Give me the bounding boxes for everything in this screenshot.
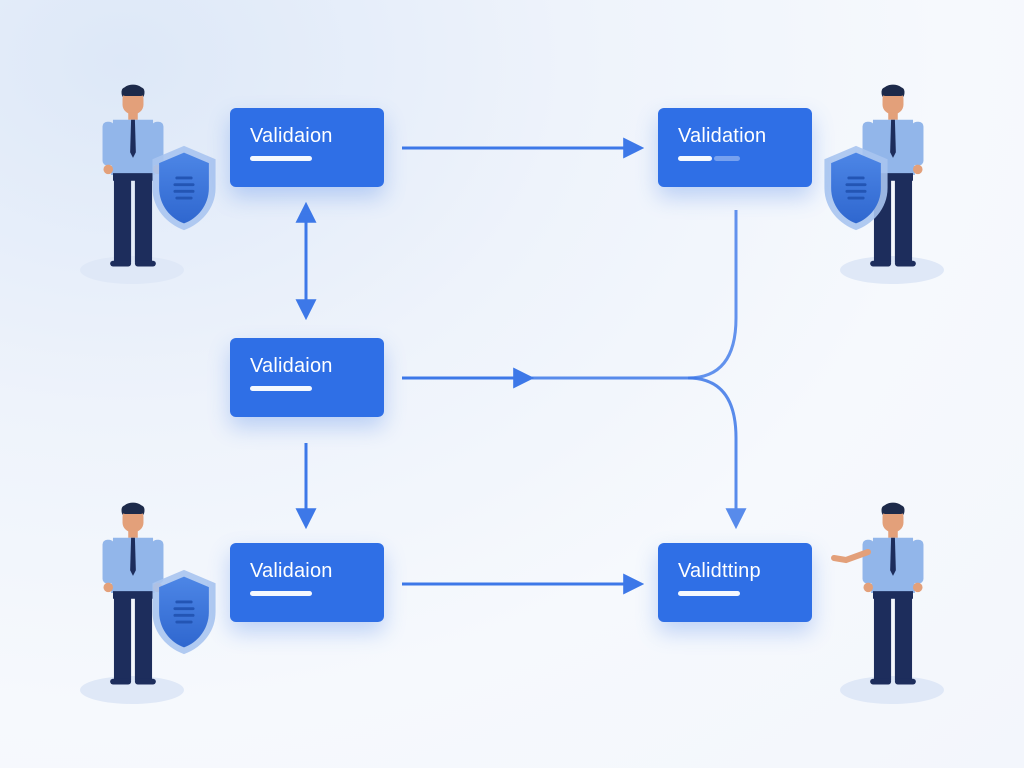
- edge-n2-curve-down: [687, 210, 738, 380]
- node-progress-bar: [250, 386, 312, 391]
- person-top-right: [824, 84, 944, 284]
- person-icon: [862, 502, 924, 685]
- node-label: Validaion: [250, 355, 333, 377]
- node-progress-track: [714, 156, 740, 161]
- node-progress-bar: [250, 591, 312, 596]
- node-validation-top-left[interactable]: Validaion: [230, 108, 384, 187]
- shield-icon: [152, 145, 216, 231]
- node-validation-bottom-right[interactable]: Validttinp: [658, 543, 812, 622]
- node-progress-bar: [678, 156, 712, 161]
- edges: [295, 137, 747, 595]
- node-label: Validttinp: [678, 560, 761, 582]
- person-top-left: [80, 84, 216, 284]
- node-label: Validaion: [250, 560, 333, 582]
- person-bottom-right: [831, 502, 944, 704]
- shield-icon: [152, 569, 216, 655]
- node-validation-middle[interactable]: Validaion: [230, 338, 384, 417]
- edge-merge-to-n5: [687, 376, 747, 530]
- person-bottom-left: [80, 502, 216, 704]
- node-label: Validation: [678, 125, 767, 147]
- pointing-hand-icon: [831, 549, 871, 564]
- node-progress-bar: [250, 156, 312, 161]
- node-label: Validaion: [250, 125, 333, 147]
- node-validation-bottom-left[interactable]: Validaion: [230, 543, 384, 622]
- node-progress-bar: [678, 591, 740, 596]
- node-validation-top-right[interactable]: Validation: [658, 108, 812, 187]
